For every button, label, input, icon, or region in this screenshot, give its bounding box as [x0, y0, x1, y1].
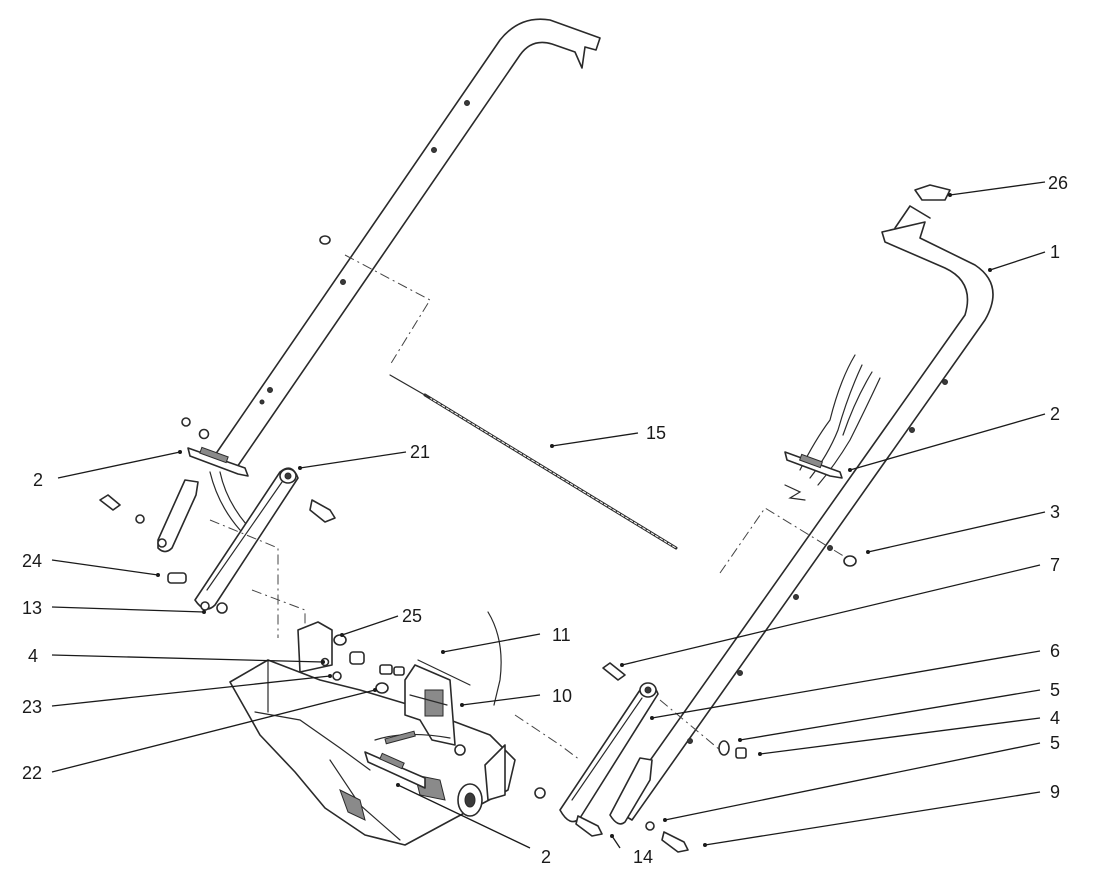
callout-4-right: 4	[1050, 708, 1060, 728]
bolt-9	[645, 821, 689, 853]
callout-15: 15	[646, 423, 666, 443]
callout-3: 3	[1050, 502, 1060, 522]
washer-set	[200, 601, 228, 614]
callout-labels: 26 1 2 3 7 6 5 4 5 9 15 21 2 24 13 25 4 …	[22, 173, 1068, 867]
upper-handle-tube-left	[214, 18, 601, 471]
callout-6: 6	[1050, 641, 1060, 661]
mower-deck-housing	[229, 621, 516, 846]
callout-1: 1	[1050, 242, 1060, 262]
mounting-bracket	[404, 664, 456, 746]
control-bail-left	[181, 417, 249, 477]
callout-25: 25	[402, 606, 422, 626]
callout-13: 13	[22, 598, 42, 618]
control-bail-right	[784, 451, 843, 479]
callout-14: 14	[633, 847, 653, 867]
callout-23: 23	[22, 697, 42, 717]
bolt-14	[534, 787, 603, 837]
callout-11: 11	[552, 625, 571, 645]
assembly-centerlines	[209, 254, 851, 761]
bolt-7	[602, 662, 626, 681]
callout-4-left: 4	[28, 646, 38, 666]
lower-handle-right	[559, 682, 659, 823]
nut-upper	[319, 235, 331, 245]
right-lever-arm	[609, 757, 653, 825]
bolt-left-upper	[99, 494, 145, 524]
control-cable	[389, 374, 678, 550]
upper-handle-tube-right	[614, 205, 994, 821]
callout-26: 26	[1048, 173, 1068, 193]
lower-handle-left	[194, 467, 299, 610]
callout-9: 9	[1050, 782, 1060, 802]
knob-3	[843, 555, 857, 567]
bolt-21	[309, 499, 336, 523]
hardware-cluster	[320, 634, 405, 694]
spring-wire	[417, 611, 502, 706]
handle-cap	[914, 184, 951, 201]
callout-5-upper: 5	[1050, 680, 1060, 700]
callout-5-lower: 5	[1050, 733, 1060, 753]
washer-nut-right	[718, 740, 747, 759]
callout-7: 7	[1050, 555, 1060, 575]
leader-lines	[51, 181, 1046, 849]
callout-2-left: 2	[33, 470, 43, 490]
callout-2-right: 2	[1050, 404, 1060, 424]
callout-21: 21	[410, 442, 430, 462]
callout-10: 10	[552, 686, 572, 706]
control-bail-lower	[364, 730, 466, 789]
callout-24: 24	[22, 551, 42, 571]
left-lever-arm	[157, 471, 247, 553]
carriage-bolt	[167, 572, 187, 584]
callout-2-lower: 2	[541, 847, 551, 867]
callout-22: 22	[22, 763, 42, 783]
